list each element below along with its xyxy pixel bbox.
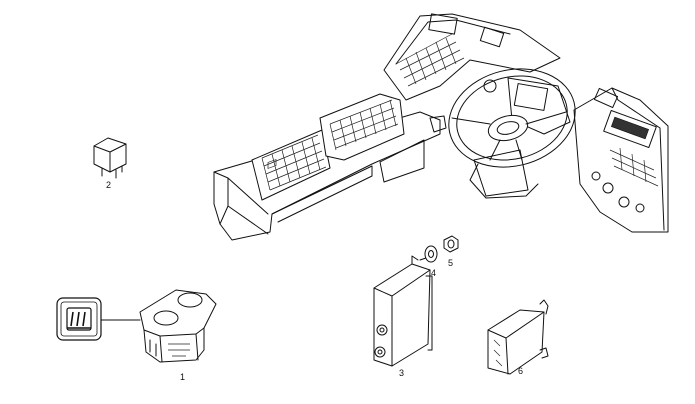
part-3-control-module xyxy=(373,255,433,367)
callout-1: 1 xyxy=(180,372,185,382)
part-5-nut xyxy=(443,235,459,253)
part-6-electronic-unit xyxy=(487,299,549,375)
part-1-rocker-switch xyxy=(139,289,217,363)
heated-window-icon xyxy=(56,297,102,341)
top-switch-bank xyxy=(395,33,465,87)
callout-6: 6 xyxy=(518,366,523,376)
part-2-relay xyxy=(93,137,127,179)
part-4-washer xyxy=(424,245,438,263)
steering-wheel xyxy=(448,68,576,168)
callout-4: 4 xyxy=(431,268,436,278)
right-switch-grid xyxy=(329,99,399,151)
callout-5: 5 xyxy=(448,258,453,268)
dashboard-assembly xyxy=(213,13,669,241)
right-console-buttons xyxy=(591,147,659,213)
callout-3: 3 xyxy=(399,368,404,378)
callout-2: 2 xyxy=(106,180,111,190)
left-switch-grid xyxy=(261,134,327,191)
